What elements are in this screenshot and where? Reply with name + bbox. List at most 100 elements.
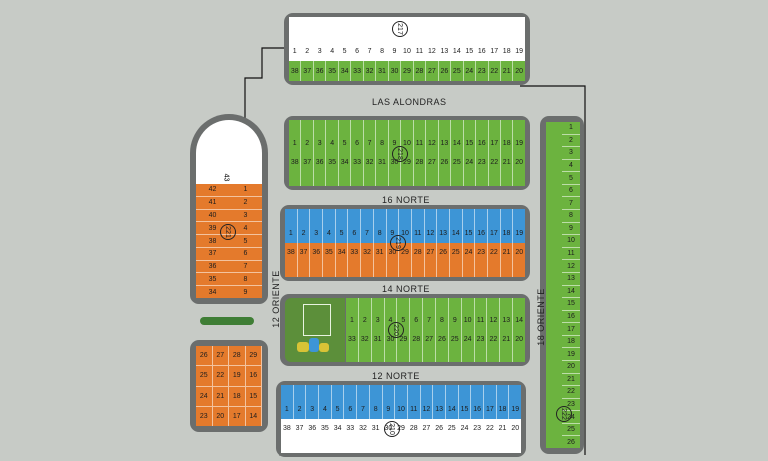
lot: 29 bbox=[399, 243, 412, 277]
lot: 18 bbox=[229, 386, 246, 407]
lot: 23 bbox=[471, 419, 484, 453]
soccer-field bbox=[285, 298, 345, 362]
block-219-id: 219 bbox=[390, 235, 406, 251]
lot: 11 bbox=[562, 247, 580, 261]
lot: 37 bbox=[196, 247, 229, 261]
lot: 13 bbox=[562, 272, 580, 286]
lot: 10 bbox=[401, 17, 414, 61]
lot: 7 bbox=[361, 209, 374, 243]
lot: 11 bbox=[413, 120, 427, 153]
lot: 1 bbox=[346, 298, 359, 330]
lot: 33 bbox=[351, 61, 364, 81]
lot: 38 bbox=[285, 243, 298, 277]
lot: 20 bbox=[513, 61, 525, 81]
lot: 11 bbox=[474, 298, 488, 330]
playground bbox=[297, 338, 331, 354]
lot: 28 bbox=[407, 419, 421, 453]
lot: 5 bbox=[562, 172, 580, 185]
lot: 21 bbox=[500, 153, 514, 186]
lot: 15 bbox=[245, 386, 262, 407]
lot: 9 bbox=[448, 298, 462, 330]
lot: 27 bbox=[426, 61, 439, 81]
lot: 32 bbox=[363, 61, 377, 81]
lot: 26 bbox=[196, 346, 213, 367]
lot: 17 bbox=[488, 209, 501, 243]
lot: 16 bbox=[475, 209, 488, 243]
lot: 27 bbox=[424, 243, 438, 277]
lot: 5 bbox=[331, 385, 345, 419]
lot: 3 bbox=[371, 298, 385, 330]
lot: 20 bbox=[509, 419, 522, 453]
lot: 10 bbox=[399, 209, 412, 243]
lot: 12 bbox=[424, 209, 438, 243]
lot: 25 bbox=[196, 366, 213, 387]
lot: 20 bbox=[562, 360, 580, 374]
lot: 28 bbox=[413, 61, 427, 81]
lot: 8 bbox=[436, 298, 449, 330]
lot: 2 bbox=[301, 17, 314, 61]
lot: 9 bbox=[562, 222, 580, 236]
lot: 14 bbox=[245, 406, 262, 426]
block-218-id: 218 bbox=[392, 146, 408, 162]
lot: 37 bbox=[301, 61, 314, 81]
lot: 18 bbox=[562, 335, 580, 349]
lot: 33 bbox=[346, 330, 359, 362]
lot: 26 bbox=[436, 330, 449, 362]
lot: 15 bbox=[458, 385, 472, 419]
lot: 8 bbox=[562, 210, 580, 223]
lot: 22 bbox=[562, 386, 580, 399]
lot: 33 bbox=[351, 153, 364, 186]
lot: 7 bbox=[562, 197, 580, 211]
lot: 11 bbox=[407, 385, 421, 419]
lot: 29 bbox=[401, 61, 414, 81]
lot: 23 bbox=[476, 153, 489, 186]
lot: 30 bbox=[384, 330, 398, 362]
lot: 23 bbox=[562, 398, 580, 412]
lot: 42 bbox=[196, 184, 229, 197]
lot: 19 bbox=[513, 120, 525, 153]
playground-tower bbox=[309, 338, 319, 352]
lot: 5 bbox=[335, 209, 349, 243]
lot: 23 bbox=[196, 406, 213, 426]
lot: 1 bbox=[281, 385, 294, 419]
lot: 37 bbox=[293, 419, 307, 453]
lot: 19 bbox=[229, 366, 246, 387]
lot: 21 bbox=[496, 419, 510, 453]
lot: 25 bbox=[451, 153, 464, 186]
lot: 14 bbox=[562, 285, 580, 299]
lot: 8 bbox=[373, 209, 387, 243]
street-las-alondras: LAS ALONDRAS bbox=[372, 97, 447, 107]
lot: 4 bbox=[562, 159, 580, 173]
lot: 20 bbox=[513, 330, 526, 362]
street-14-norte: 14 NORTE bbox=[382, 284, 430, 294]
lot: 9 bbox=[382, 385, 396, 419]
block-222-id: 222 bbox=[556, 406, 572, 422]
lot: 4 bbox=[384, 298, 398, 330]
lot: 31 bbox=[369, 419, 383, 453]
street-16-norte: 16 NORTE bbox=[382, 195, 430, 205]
lot: 19 bbox=[562, 348, 580, 361]
lot: 5 bbox=[229, 235, 262, 248]
lot: 24 bbox=[462, 243, 476, 277]
street-12-oriente: 12 ORIENTE bbox=[270, 270, 281, 328]
lot: 9 bbox=[386, 209, 400, 243]
lot: 12 bbox=[426, 17, 439, 61]
lot: 21 bbox=[500, 330, 514, 362]
lot: 3 bbox=[310, 209, 324, 243]
lot: 28 bbox=[410, 330, 424, 362]
lot: 25 bbox=[449, 243, 463, 277]
lot: 35 bbox=[326, 153, 339, 186]
lot: 21 bbox=[212, 386, 229, 407]
lot: 22 bbox=[484, 419, 497, 453]
lot: 14 bbox=[451, 120, 464, 153]
lot: 35 bbox=[196, 273, 229, 287]
soccer-field-lines bbox=[303, 304, 331, 336]
lot: 8 bbox=[369, 385, 383, 419]
